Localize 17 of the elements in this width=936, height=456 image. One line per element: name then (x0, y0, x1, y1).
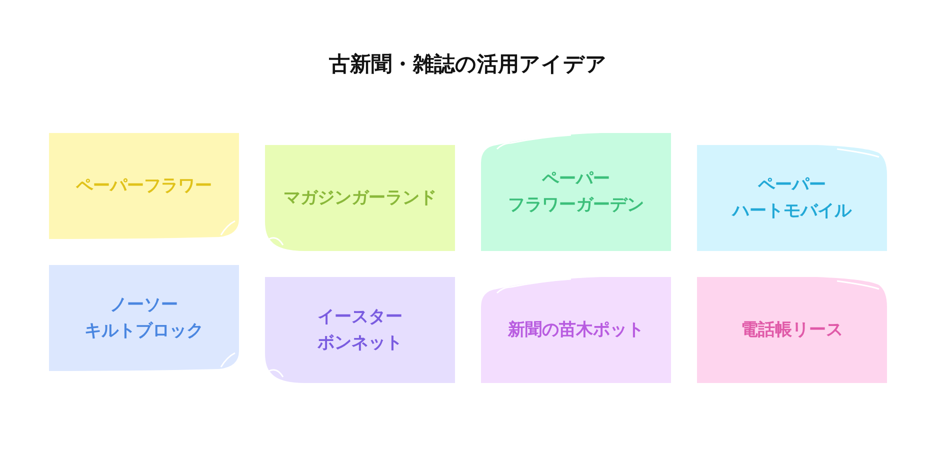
sticky-note (481, 133, 671, 251)
sticky-note (697, 145, 887, 251)
note-label: 新聞の苗木ポット (506, 319, 645, 342)
note-label: 電話帳リース (740, 319, 844, 342)
sticky-note (265, 145, 455, 251)
note-label: マガジンガーランド (282, 187, 438, 210)
note-label: ペーパーフラワーガーデン (507, 168, 645, 217)
sticky-note (481, 277, 671, 383)
sticky-note (49, 133, 239, 239)
sticky-note (265, 277, 455, 383)
note-label: ペーパーフラワー (75, 175, 213, 198)
note-label: イースターボンネット (316, 306, 404, 355)
note-label: ノーソーキルトブロック (84, 294, 204, 343)
sticky-note (697, 277, 887, 383)
note-label: ペーパーハートモバイル (730, 174, 853, 223)
sticky-note (49, 265, 239, 371)
title: 古新聞・雑誌の活用アイデア (329, 52, 607, 76)
